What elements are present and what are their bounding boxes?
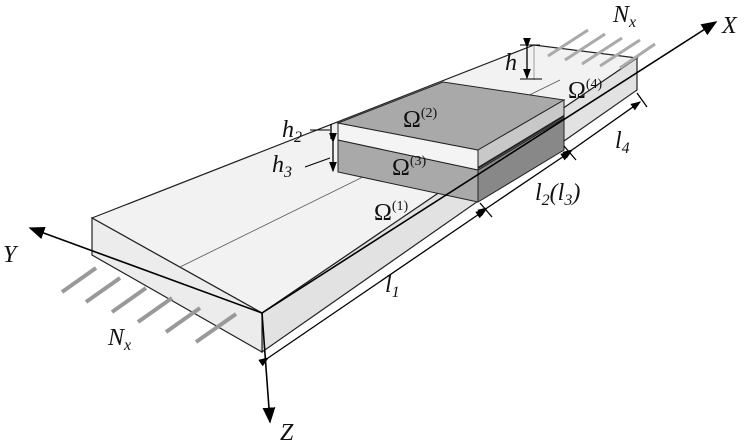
load-label-top: Nx <box>612 2 636 31</box>
l4-dimension <box>562 101 642 159</box>
load-arrows-left <box>60 266 238 344</box>
l2-l3-label: l2(l3) <box>535 180 580 209</box>
z-axis-label: Z <box>280 420 294 444</box>
y-axis-label: Y <box>3 242 19 268</box>
x-axis-label: X <box>721 13 738 39</box>
l4-label: l4 <box>615 128 630 157</box>
load-arrows-right <box>547 28 656 70</box>
l2-dimension <box>477 151 572 217</box>
y-axis <box>28 226 263 314</box>
load-label-bottom: Nx <box>107 325 131 354</box>
omega3-label: Ω(3) <box>392 154 427 181</box>
omega4-label: Ω(4) <box>568 77 603 104</box>
h3-label: h3 <box>272 152 292 181</box>
l1-dimension <box>258 209 487 367</box>
omega2-label: Ω(2) <box>403 106 438 133</box>
h2-label: h2 <box>282 117 302 146</box>
h-label: h <box>505 50 517 76</box>
l1-label: l1 <box>385 272 400 301</box>
omega1-label: Ω(1) <box>374 199 409 226</box>
